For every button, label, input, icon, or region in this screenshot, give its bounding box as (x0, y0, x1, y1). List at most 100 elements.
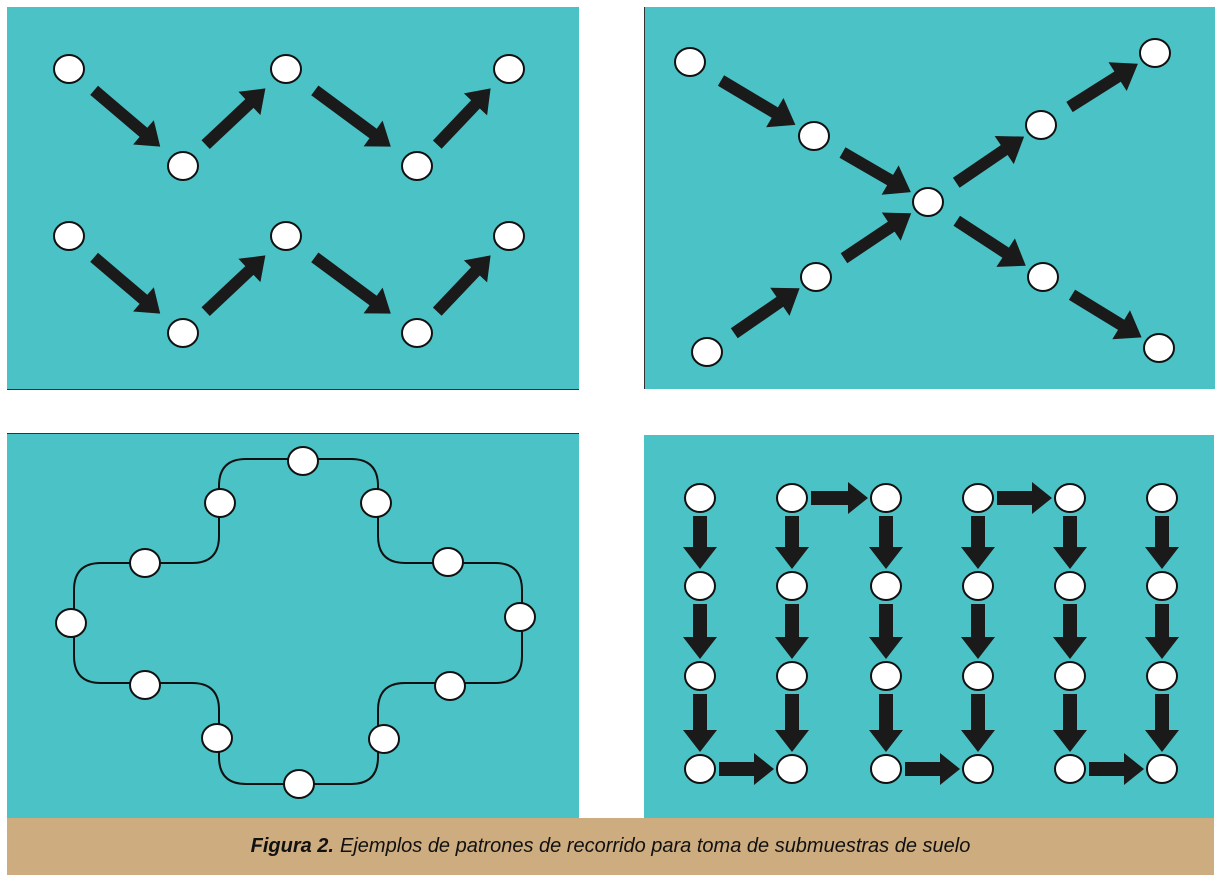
sample-point (684, 571, 716, 601)
direction-arrow (201, 88, 266, 149)
sample-point (776, 661, 808, 691)
direction-arrow (1053, 516, 1087, 569)
direction-arrow (961, 516, 995, 569)
sample-point (55, 608, 87, 638)
direction-arrow (1145, 516, 1179, 569)
direction-arrow (1089, 753, 1144, 785)
sample-point (912, 187, 944, 217)
sample-point (1054, 483, 1086, 513)
sample-point (401, 318, 433, 348)
direction-arrow (953, 215, 1026, 267)
sample-point (360, 488, 392, 518)
figure-label: Figura 2. (250, 835, 334, 857)
sample-point (674, 47, 706, 77)
direction-arrow (961, 604, 995, 659)
direction-arrow (90, 85, 161, 147)
sample-point (129, 548, 161, 578)
sample-point (870, 754, 902, 784)
sample-point (1146, 483, 1178, 513)
direction-arrow (1145, 604, 1179, 659)
direction-arrow (311, 85, 391, 147)
sample-point (287, 446, 319, 476)
perimeter-pattern-panel (7, 433, 579, 819)
direction-arrow (1145, 694, 1179, 752)
sample-point (1027, 262, 1059, 292)
sample-point (870, 571, 902, 601)
x-pattern-diagram (674, 38, 1175, 367)
sample-point (270, 54, 302, 84)
zigzag-pattern-panel (7, 7, 579, 390)
sample-point (962, 754, 994, 784)
direction-arrow (432, 88, 491, 149)
sample-point (504, 602, 536, 632)
sample-point (201, 723, 233, 753)
sample-point (368, 724, 400, 754)
sample-point (684, 661, 716, 691)
sample-point (1146, 754, 1178, 784)
sample-point (1054, 661, 1086, 691)
sample-point (493, 54, 525, 84)
direction-arrow (839, 147, 911, 195)
direction-arrow (201, 255, 266, 316)
sample-point (401, 151, 433, 181)
sample-point (1025, 110, 1057, 140)
sample-point (53, 54, 85, 84)
sample-point (691, 337, 723, 367)
direction-arrow (311, 252, 391, 314)
direction-arrow (432, 255, 491, 316)
direction-arrow (1053, 604, 1087, 659)
direction-arrow (717, 75, 796, 128)
sample-point (283, 769, 315, 799)
sample-point (1054, 571, 1086, 601)
direction-arrow (869, 516, 903, 569)
direction-arrow (683, 516, 717, 569)
direction-arrow (869, 604, 903, 659)
sample-point (1146, 571, 1178, 601)
sample-point (167, 318, 199, 348)
sample-point (870, 661, 902, 691)
direction-arrow (683, 604, 717, 659)
direction-arrow (775, 604, 809, 659)
direction-arrow (1066, 62, 1138, 113)
sample-point (1146, 661, 1178, 691)
grid-pattern-diagram (683, 482, 1179, 785)
direction-arrow (952, 136, 1025, 188)
sample-point (776, 483, 808, 513)
grid-pattern-panel (644, 435, 1214, 818)
sample-point (684, 483, 716, 513)
direction-arrow (811, 482, 868, 514)
figure-caption-text: Ejemplos de patrones de recorrido para t… (340, 835, 971, 857)
direction-arrow (775, 516, 809, 569)
zigzag-pattern-diagram (53, 54, 525, 348)
sample-point (1143, 333, 1175, 363)
direction-arrow (869, 694, 903, 752)
sample-point (684, 754, 716, 784)
perimeter-pattern-diagram (55, 446, 536, 799)
sample-point (962, 483, 994, 513)
sample-point (204, 488, 236, 518)
sample-point (962, 571, 994, 601)
figure-caption: Figura 2. Ejemplos de patrones de recorr… (7, 818, 1214, 875)
sample-point (129, 670, 161, 700)
direction-arrow (90, 252, 161, 314)
sample-point (167, 151, 199, 181)
direction-arrow (961, 694, 995, 752)
sample-point (800, 262, 832, 292)
sample-point (870, 483, 902, 513)
sample-point (432, 547, 464, 577)
x-pattern-panel (644, 7, 1215, 389)
direction-arrow (997, 482, 1052, 514)
direction-arrow (719, 753, 774, 785)
perimeter-path (73, 458, 523, 785)
sample-point (434, 671, 466, 701)
direction-arrow (840, 212, 912, 264)
sample-point (493, 221, 525, 251)
sample-point (776, 571, 808, 601)
direction-arrow (730, 287, 800, 339)
direction-arrow (905, 753, 960, 785)
sample-point (1054, 754, 1086, 784)
sample-point (776, 754, 808, 784)
sample-point (1139, 38, 1171, 68)
direction-arrow (1053, 694, 1087, 752)
direction-arrow (1068, 289, 1142, 340)
